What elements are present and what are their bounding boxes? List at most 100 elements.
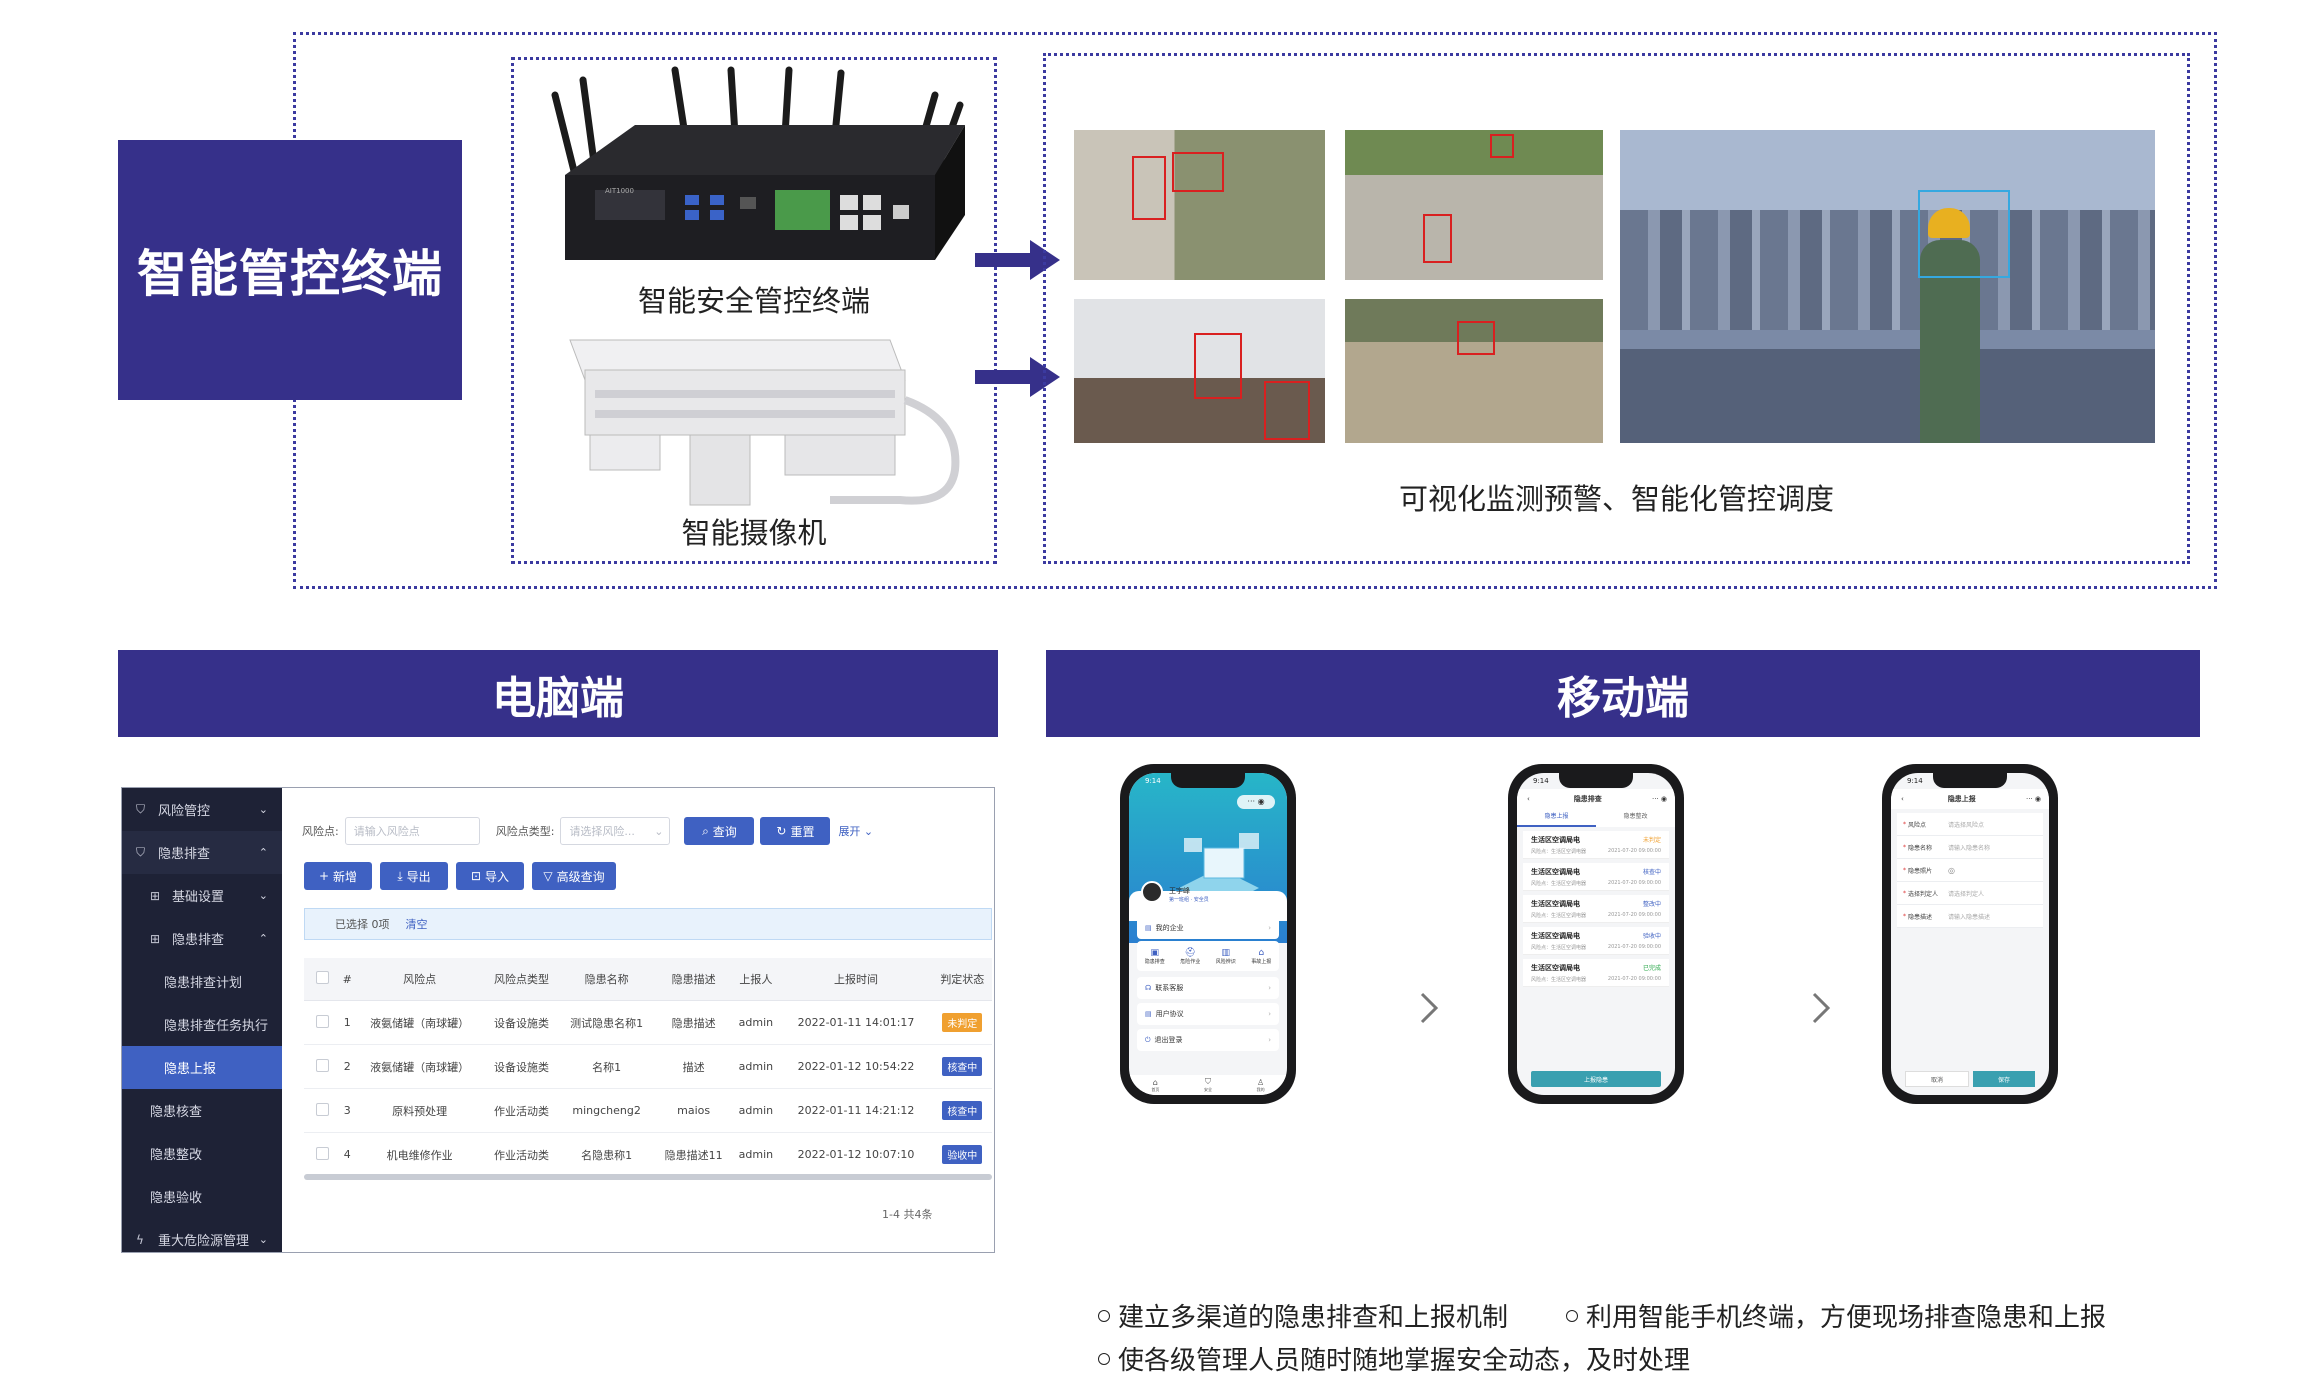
hazard-item-date: 2021-07-20 09:00:00 — [1607, 912, 1661, 918]
more-menu-button[interactable]: ··· ◉ — [1237, 795, 1275, 809]
cancel-button[interactable]: 取消 — [1905, 1071, 1969, 1087]
sidebar: ⛉风险管控⌄⛉隐患排查⌃⊞基础设置⌄⊞隐患排查⌃隐患排查计划隐患排查任务执行隐患… — [122, 788, 282, 1252]
add-label: 新增 — [333, 869, 358, 884]
phone-hazard-list: 9:14 ‹ 隐患排查 ··· ◉ 隐患上报 隐患整改 生活区空调局电未判定风险… — [1508, 764, 1684, 1104]
table-cell: 2022-01-11 14:21:12 — [779, 1088, 933, 1133]
form-field[interactable]: *风险点请选择风险点 — [1897, 813, 2043, 836]
sidebar-item[interactable]: 隐患排查计划 — [122, 960, 282, 1003]
add-button[interactable]: +新增 — [304, 862, 372, 890]
bottom-tab[interactable]: ⛉安全 — [1204, 1077, 1212, 1093]
quick-action[interactable]: ▣隐患排查 — [1137, 941, 1173, 971]
menu-row[interactable]: ⏻退出登录› — [1137, 1029, 1279, 1051]
surveillance-photo-3 — [1074, 299, 1325, 443]
row-checkbox[interactable] — [315, 1146, 329, 1160]
table-cell: 名称1 — [558, 1044, 655, 1089]
import-label: 导入 — [485, 869, 510, 884]
bullet-1: 建立多渠道的隐患排查和上报机制 — [1098, 1297, 1508, 1334]
table-cell: 机电维修作业 — [354, 1132, 485, 1177]
form-actions: 取消 保存 — [1905, 1071, 2035, 1087]
hazard-item-title: 生活区空调局电 — [1531, 836, 1580, 844]
surveillance-photo-4 — [1345, 299, 1603, 443]
sidebar-item-label: 隐患验收 — [150, 1191, 203, 1206]
clear-selection-link[interactable]: 清空 — [405, 918, 428, 931]
surveillance-photo-2 — [1345, 130, 1603, 280]
sidebar-item[interactable]: ⊞基础设置⌄ — [122, 874, 282, 917]
form-field[interactable]: *隐患照片◎ — [1897, 859, 2043, 882]
row-checkbox[interactable] — [315, 1102, 329, 1116]
row-checkbox-cell — [304, 1044, 340, 1089]
bottom-tab[interactable]: ♙我的 — [1257, 1078, 1265, 1093]
required-icon: * — [1903, 820, 1906, 828]
camera-icon[interactable]: ◎ — [1948, 865, 1955, 875]
sidebar-item[interactable]: 隐患上报 — [122, 1046, 282, 1089]
risk-type-select[interactable]: 请选择风险...⌄ — [560, 817, 671, 845]
query-button[interactable]: ⌕查询 — [684, 817, 755, 845]
sidebar-item[interactable]: 隐患验收 — [122, 1175, 282, 1218]
quick-action-label: 风险辨识 — [1215, 958, 1236, 965]
my-company-label: 我的企业 — [1155, 924, 1184, 932]
menu-row[interactable]: ☊联系客服› — [1137, 977, 1279, 999]
menu-row-label: 联系客服 — [1155, 984, 1184, 992]
row-checkbox[interactable] — [315, 1058, 329, 1072]
hazard-item-date: 2021-07-20 09:00:00 — [1607, 880, 1661, 886]
back-icon[interactable]: ‹ — [1901, 795, 1904, 803]
advanced-query-button[interactable]: ▽高级查询 — [532, 862, 616, 890]
sidebar-item[interactable]: 隐患核查 — [122, 1089, 282, 1132]
table-scrollbar[interactable] — [304, 1174, 992, 1180]
form-field[interactable]: *隐患描述请输入隐患描述 — [1897, 905, 2043, 928]
quick-action[interactable]: ⛑危险作业 — [1173, 941, 1209, 971]
bottom-tab[interactable]: ⌂首页 — [1151, 1078, 1159, 1093]
report-icon: ⌂ — [1258, 947, 1265, 958]
more-menu-button[interactable]: ··· ◉ — [2025, 795, 2041, 803]
form-field-label: 隐患名称 — [1908, 844, 1933, 852]
detection-box — [1918, 190, 2010, 278]
tab-rectify[interactable]: 隐患整改 — [1596, 809, 1675, 827]
circle-bullet-icon — [1098, 1309, 1110, 1322]
quick-action[interactable]: ▥风险辨识 — [1208, 941, 1244, 971]
sidebar-item-label: 隐患排查 — [172, 933, 225, 948]
import-button[interactable]: ⊡导入 — [456, 862, 524, 890]
menu-row[interactable]: ▤用户协议› — [1137, 1003, 1279, 1025]
sidebar-item[interactable]: 隐患整改 — [122, 1132, 282, 1175]
report-hazard-button[interactable]: 上报隐患 — [1531, 1071, 1661, 1087]
hazard-item-date: 2021-07-20 09:00:00 — [1607, 944, 1661, 950]
export-button[interactable]: ⤓导出 — [380, 862, 448, 890]
quick-action[interactable]: ⌂事故上报 — [1244, 941, 1280, 971]
bottom-tab-label: 首页 — [1151, 1086, 1160, 1092]
sidebar-item[interactable]: ⊞隐患排查⌃ — [122, 917, 282, 960]
select-all-checkbox[interactable] — [315, 971, 329, 984]
sidebar-item[interactable]: ⛉隐患排查⌃ — [122, 831, 282, 874]
chevron-right-icon — [1420, 992, 1439, 1024]
more-menu-button[interactable]: ··· ◉ — [1651, 795, 1667, 803]
detection-box — [1490, 134, 1514, 158]
sidebar-item[interactable]: ⛉风险管控⌄ — [122, 788, 282, 831]
reset-button[interactable]: ↻重置 — [760, 817, 831, 845]
phone-home: 9:14 ··· ◉ 王宇峰 第一班组 · 安全员 ▤我的企业› ▣隐患排查⛑危… — [1120, 764, 1296, 1104]
save-button[interactable]: 保存 — [1973, 1071, 2035, 1087]
my-company-row[interactable]: ▤我的企业› — [1137, 917, 1279, 939]
risk-point-input[interactable]: 请输入风险点 — [344, 817, 480, 845]
table-header: 上报时间 — [779, 958, 933, 1001]
advanced-label: 高级查询 — [556, 869, 605, 884]
row-checkbox[interactable] — [315, 1014, 329, 1028]
expand-link[interactable]: 展开 ⌄ — [838, 825, 874, 838]
sidebar-item-label: 隐患排查 — [158, 847, 211, 862]
back-icon[interactable]: ‹ — [1527, 795, 1530, 803]
form-field[interactable]: *选择判定人请选择判定人 — [1897, 882, 2043, 905]
tab-report[interactable]: 隐患上报 — [1517, 809, 1596, 827]
sidebar-item[interactable]: 隐患排查任务执行 — [122, 1003, 282, 1046]
avatar[interactable] — [1141, 881, 1163, 903]
form-field[interactable]: *隐患名称请输入隐患名称 — [1897, 836, 2043, 859]
